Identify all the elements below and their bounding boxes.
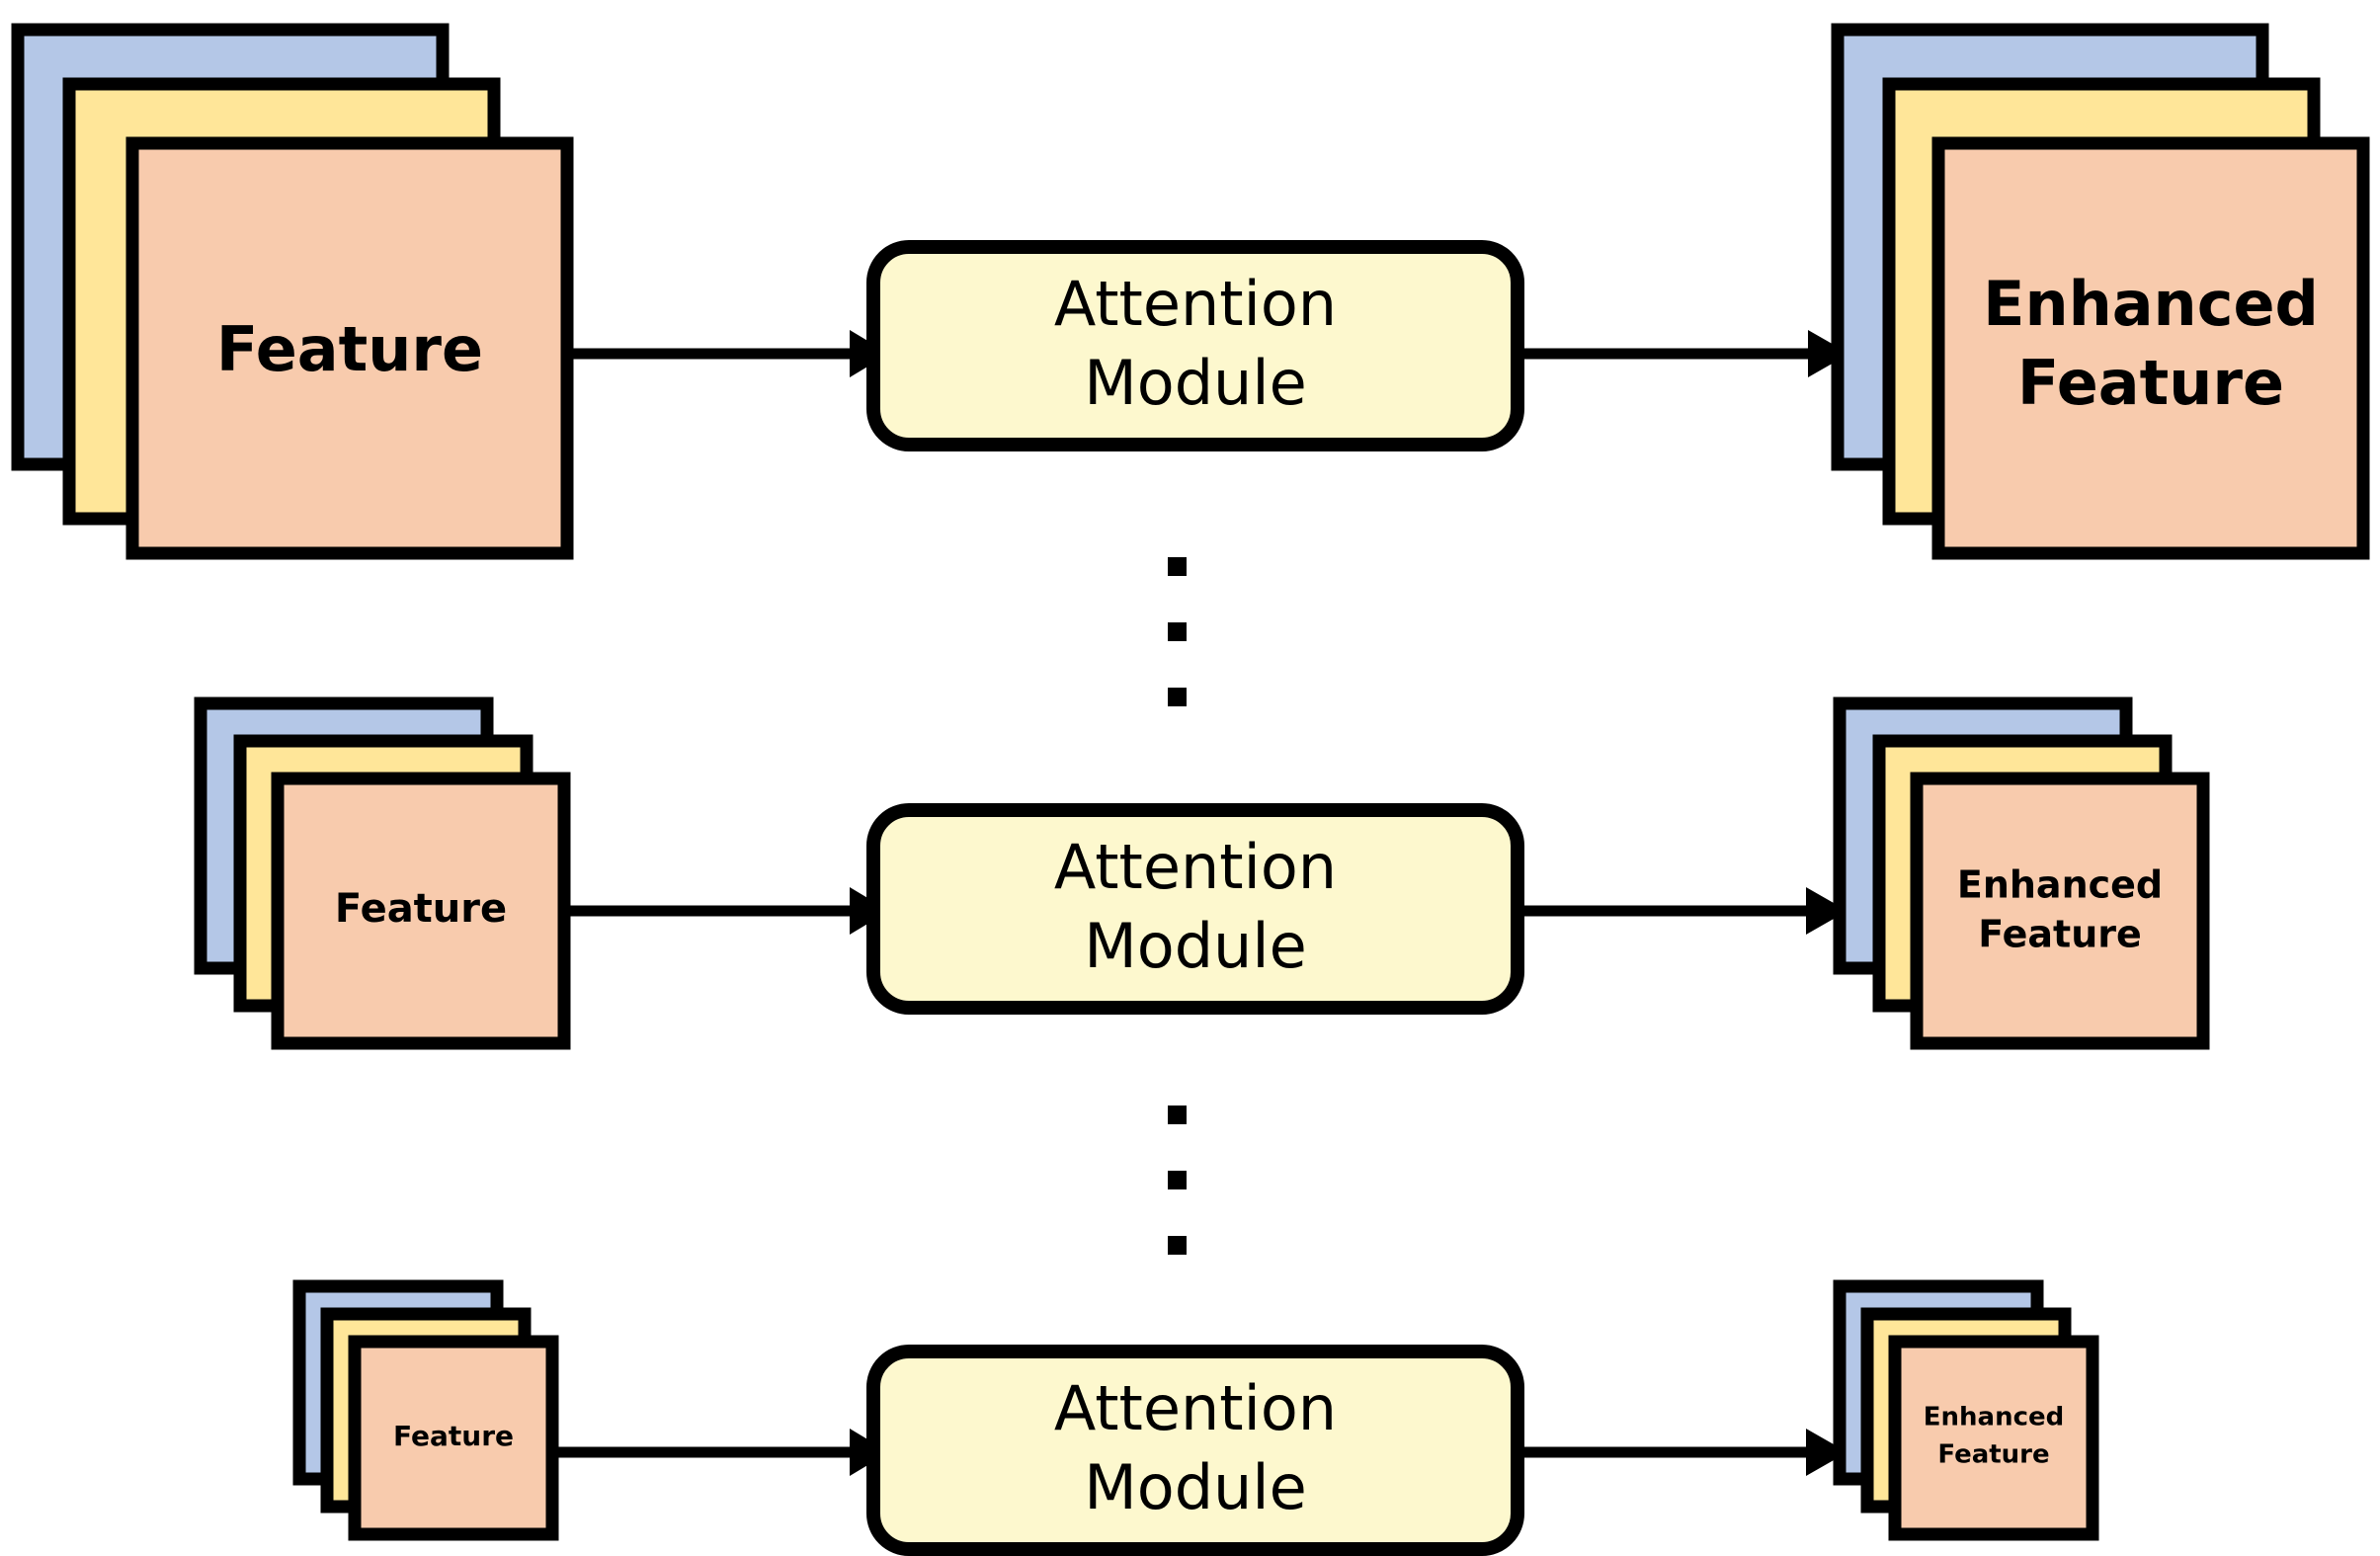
ellipsis-bottom [1168, 1106, 1187, 1255]
attention-module-large[interactable]: Attention Module [866, 240, 1524, 451]
enhanced-feature-label-line1: Enhanced [1924, 1403, 2065, 1433]
row-medium: Feature Attention Module Enhanced Fe [194, 696, 2210, 1050]
attention-module-small[interactable]: Attention Module [866, 1345, 1524, 1556]
arrow-feature-to-module-medium [564, 887, 889, 935]
enhanced-feature-label-line2: Feature [2017, 347, 2284, 419]
feature-label-small: Feature [393, 1420, 514, 1452]
attention-module-line2: Module [1084, 347, 1306, 419]
arrow-feature-to-module-large [567, 330, 889, 377]
arrow-module-to-enhanced-medium [1518, 887, 1847, 935]
row-small: Feature Attention Module Enhanced Fe [292, 1279, 2099, 1556]
attention-module-line1: Attention [1054, 268, 1337, 340]
ellipsis-dot [1168, 1171, 1187, 1189]
enhanced-feature-label-line1: Enhanced [1983, 268, 2319, 340]
attention-module-medium[interactable]: Attention Module [866, 803, 1524, 1015]
feature-layer-peach [125, 136, 574, 560]
arrow-module-to-enhanced-large [1518, 330, 1849, 377]
ellipsis-dot [1168, 1106, 1187, 1124]
feature-label-large: Feature [216, 313, 483, 385]
ellipsis-dot [1168, 1236, 1187, 1255]
ellipsis-dot [1168, 557, 1187, 576]
enhanced-layer-peach [1910, 772, 2210, 1050]
feature-stack-medium[interactable]: Feature [194, 696, 571, 1050]
ellipsis-dot [1168, 688, 1187, 706]
enhanced-feature-label-line2: Feature [1937, 1440, 2049, 1470]
attention-module-line1: Attention [1054, 831, 1337, 903]
arrow-feature-to-module-small [552, 1429, 889, 1476]
enhanced-layer-peach [1888, 1335, 2099, 1541]
feature-layer-peach [348, 1335, 559, 1541]
attention-module-line1: Attention [1054, 1372, 1337, 1444]
feature-stack-small[interactable]: Feature [292, 1279, 559, 1541]
enhanced-feature-stack-large[interactable]: Enhanced Feature [1831, 23, 2370, 560]
enhanced-feature-label-line1: Enhanced [1957, 863, 2163, 907]
attention-module-line2: Module [1084, 910, 1306, 982]
attention-module-line2: Module [1084, 1451, 1306, 1523]
enhanced-feature-stack-medium[interactable]: Enhanced Feature [1833, 696, 2210, 1050]
ellipsis-top [1168, 557, 1187, 706]
row-large: Feature Attention Module [11, 23, 2370, 560]
attention-module-box [866, 240, 1524, 451]
ellipsis-dot [1168, 622, 1187, 641]
enhanced-feature-stack-small[interactable]: Enhanced Feature [1833, 1279, 2099, 1541]
enhanced-feature-label-line2: Feature [1978, 913, 2142, 956]
enhanced-layer-peach [1931, 136, 2370, 560]
feature-stack-large[interactable]: Feature [11, 23, 574, 560]
arrow-module-to-enhanced-small [1518, 1429, 1847, 1476]
feature-label-medium: Feature [335, 886, 507, 932]
